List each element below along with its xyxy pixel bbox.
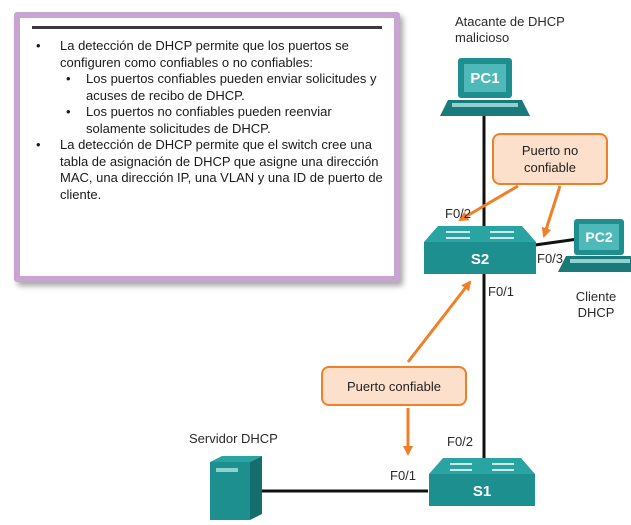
link-s2-pc2 [534,237,579,247]
arrow-untrusted-f03 [541,185,562,238]
untrusted-port-callout: Puerto no confiable [492,133,608,185]
pc2-caption: Cliente DHCP [568,289,624,321]
pc2-icon: PC2 [558,219,631,272]
info-box: La detección de DHCP permite que los pue… [14,12,400,282]
arrow-trusted-s2 [406,280,472,363]
s1-label: S1 [473,483,491,500]
s2-label: S2 [471,251,489,268]
sub-bullet-text: Los puertos confiables pueden enviar sol… [86,71,377,103]
sub-bullet-item: Los puertos confiables pueden enviar sol… [60,71,386,104]
server-icon [210,456,262,520]
pc1-caption: Atacante de DHCP malicioso [455,14,565,46]
s2-port-f01: F0/1 [488,284,515,299]
untrusted-callout-line2: confiable [523,160,577,175]
pc1-icon: PC1 [440,58,530,116]
bullet-item: La detección de DHCP permite que el swit… [26,137,386,203]
info-box-divider [32,26,382,29]
bullet-text: La detección de DHCP permite que los pue… [60,38,349,70]
pc1-label: PC1 [470,70,499,87]
sub-bullet-text: Los puertos no confiables pueden reenvia… [86,104,332,136]
arrow-untrusted-f02 [458,184,519,222]
s1-port-f02: F0/2 [447,434,474,449]
s1-port-f01: F0/1 [390,468,417,483]
s2-port-f02: F0/2 [445,206,472,221]
sub-bullets: Los puertos confiables pueden enviar sol… [60,71,386,137]
sub-bullet-item: Los puertos no confiables pueden reenvia… [60,104,386,137]
s1-switch-icon: S1 [429,458,535,506]
pc1-caption-line2: malicioso [455,30,510,45]
bullet-item: La detección de DHCP permite que los pue… [26,38,386,137]
untrusted-callout-line1: Puerto no [521,143,579,158]
pc1-caption-line1: Atacante de DHCP [455,14,565,29]
pc2-caption-line1: Cliente [575,289,617,304]
s2-port-f03: F0/3 [537,251,564,266]
pc2-label: PC2 [585,229,612,245]
pc2-caption-line2: DHCP [577,305,615,320]
trusted-port-callout: Puerto confiable [321,366,467,406]
bullet-text: La detección de DHCP permite que el swit… [60,137,383,202]
info-bullets: La detección de DHCP permite que los pue… [26,38,386,203]
server-caption: Servidor DHCP [189,431,278,446]
s2-switch-icon: S2 [424,226,536,274]
